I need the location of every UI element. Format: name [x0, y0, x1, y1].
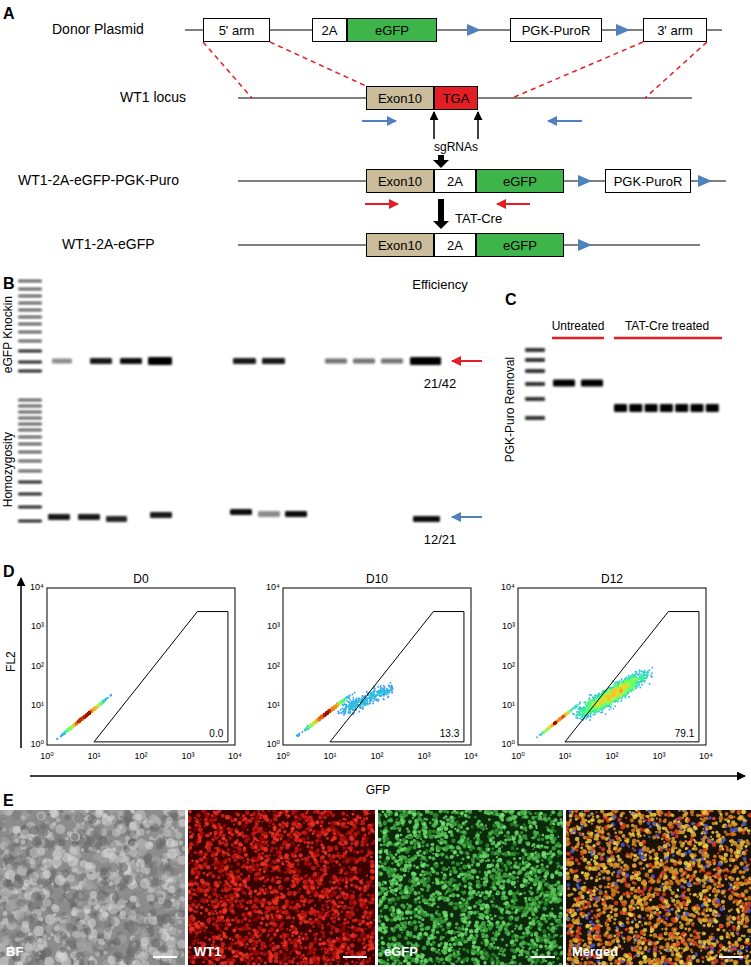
homology-arm-guide — [512, 42, 643, 98]
gel-band — [660, 404, 673, 412]
gel-band — [525, 348, 545, 352]
gel-band — [614, 404, 627, 412]
gel-band — [262, 358, 285, 364]
gel-band — [18, 429, 42, 432]
gel-band — [553, 380, 575, 387]
gel-band — [381, 359, 403, 364]
gel-band — [325, 359, 347, 364]
flow-plot — [47, 588, 235, 745]
gel-band — [150, 512, 172, 518]
gel-band — [78, 514, 100, 520]
step-arrow — [433, 155, 449, 168]
event-dot — [103, 700, 105, 702]
gel-band — [18, 506, 42, 509]
gel-band — [106, 516, 127, 522]
gel-band — [413, 516, 440, 522]
gel-band — [120, 358, 142, 364]
gel-band — [18, 520, 42, 523]
gel-band — [18, 331, 42, 334]
gel-band — [285, 511, 307, 517]
gel-band — [52, 359, 72, 364]
gel-band — [18, 340, 42, 343]
event-dot — [57, 738, 59, 740]
event-dot — [107, 697, 109, 699]
gel-band — [525, 358, 545, 362]
event-dot — [91, 710, 93, 712]
gel-art — [18, 280, 722, 523]
gel-band — [90, 358, 112, 364]
event-dot — [81, 718, 83, 720]
event-dot — [75, 722, 77, 724]
event-dot — [94, 708, 96, 710]
gel-band — [18, 370, 42, 373]
gel-band — [18, 411, 42, 414]
loxp-triangle — [698, 175, 712, 187]
event-dot — [110, 694, 112, 696]
gel-band — [18, 288, 42, 291]
gel-band — [18, 350, 42, 353]
gel-band — [629, 404, 642, 412]
gel-band — [18, 302, 42, 305]
gel-band — [525, 416, 545, 420]
gel-band — [18, 316, 42, 319]
loxp-triangle — [616, 24, 630, 36]
loxp-triangle — [578, 239, 592, 251]
gel-band — [18, 399, 42, 402]
gel-band — [410, 357, 441, 365]
gel-band — [18, 451, 42, 454]
gel-band — [525, 397, 545, 401]
gel-band — [48, 514, 70, 520]
gel-band — [18, 323, 42, 326]
gel-band — [18, 295, 42, 298]
gel-band — [230, 509, 252, 515]
gel-band — [581, 380, 603, 387]
gel-band — [18, 460, 42, 463]
gel-band — [18, 417, 42, 420]
homology-arm-guide — [645, 42, 707, 98]
gel-band — [148, 357, 172, 365]
gel-band — [645, 404, 658, 412]
loxp-triangle — [467, 24, 481, 36]
gel-band — [18, 470, 42, 473]
panel-d-art — [21, 578, 745, 776]
step-arrow — [433, 199, 449, 229]
scatter-points — [56, 694, 112, 740]
gel-band — [258, 511, 280, 517]
gel-band — [18, 436, 42, 439]
homology-arm-guide — [203, 42, 252, 98]
gel-band — [233, 358, 256, 364]
gel-band — [18, 423, 42, 426]
loxp-triangle — [578, 175, 592, 187]
gel-band — [18, 493, 42, 496]
gel-band — [18, 361, 42, 364]
gel-band — [18, 443, 42, 446]
gel-band — [525, 369, 545, 373]
homology-arm-guide — [270, 42, 366, 86]
event-dot — [101, 702, 103, 704]
event-dot — [60, 735, 62, 737]
gel-band — [525, 382, 545, 386]
gel-band — [353, 359, 375, 364]
gel-band — [706, 404, 719, 412]
gel-band — [18, 280, 42, 283]
gel-band — [18, 405, 42, 408]
gel-band — [18, 481, 42, 484]
gel-band — [18, 309, 42, 312]
event-dot — [68, 729, 70, 731]
gel-band — [691, 404, 704, 412]
gel-band — [675, 404, 688, 412]
